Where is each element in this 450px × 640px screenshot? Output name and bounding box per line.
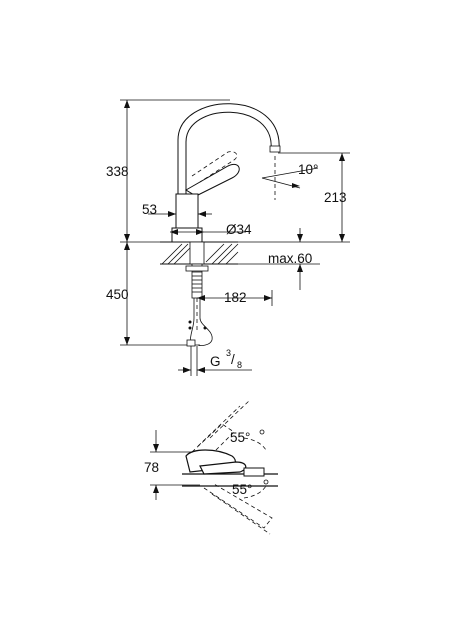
lever-up-axis [209,399,251,439]
lever-raised-position [191,151,238,183]
arrow-left [170,229,178,235]
label-hose-length: 450 [106,287,129,302]
arrow-up [124,242,130,250]
label-lever-angle-up: 55° [230,430,250,445]
arrow-down [153,444,159,452]
label-thread-denominator: 8 [237,360,242,370]
label-spout-angle: 10° [298,162,318,177]
lever-tip [243,467,265,477]
label-lever-offset: 53 [142,202,157,217]
mounting-bore [189,241,205,265]
arrow-up [124,100,130,108]
lever-range-view: 78 55° 55° [144,399,278,535]
arrow-down [124,337,130,345]
faucet-side-view: 338 213 10° 53 Ø34 max.60 450 182 G 3 / … [106,99,350,376]
arrow-up [297,264,303,272]
label-body-diameter: Ø34 [226,222,252,237]
label-thread-numerator: 3 [226,348,231,358]
arrow-right [168,211,176,217]
spout-inner-contour [185,111,272,196]
arrow-down [297,234,303,242]
label-thread-slash: / [231,352,235,367]
arrow-left [197,295,205,301]
arrow-left [197,367,205,373]
arrow-up [153,485,159,493]
angle-line [261,167,319,179]
arrow-up [339,153,345,161]
label-lever-angle-down: 55° [232,482,252,497]
arrow-right [264,295,272,301]
lever-handle [185,164,240,197]
arrow-down [339,234,345,242]
arrow-down [124,234,130,242]
lever-up-axis [197,405,241,447]
hose-right [197,298,213,346]
label-thread-g: G [210,354,221,369]
degree-marker [263,479,269,485]
angle-arc-up [243,437,267,451]
label-spout-height: 213 [324,190,347,205]
arrow-right [196,229,204,235]
countertop-section [160,241,239,265]
fixing-nut [185,265,209,272]
arrow-right [183,367,191,373]
faucet-body [175,193,199,231]
arrow-left [198,211,206,217]
spout-aerator [269,145,281,153]
label-max-counter: max.60 [268,251,312,266]
angle-arc-down [243,485,267,499]
label-spout-reach: 182 [224,290,247,305]
spout-outer-contour [177,103,280,200]
label-total-height: 338 [106,164,129,179]
label-lever-height: 78 [144,460,159,475]
hose-connector [186,339,196,347]
lever-down-position [203,483,273,529]
degree-marker [259,429,265,435]
lever-handle-body [199,461,247,475]
arrow-right [292,183,300,188]
lever-down-axis [211,493,271,535]
